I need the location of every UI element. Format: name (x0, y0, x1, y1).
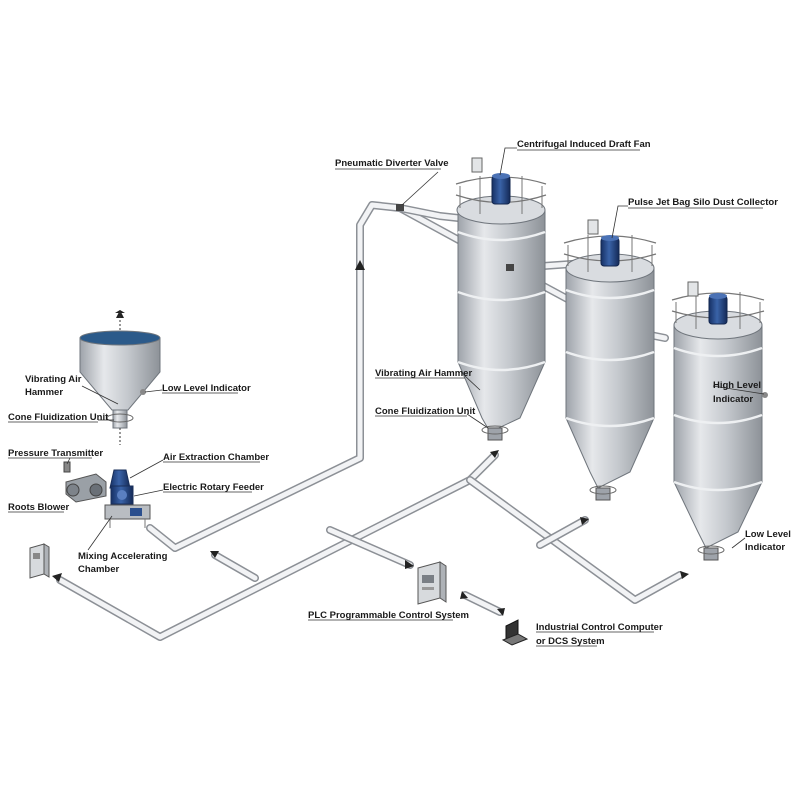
flow-arrow-icon (405, 560, 414, 569)
flow-arrow-icon (355, 260, 365, 270)
label-roots-blower: Roots Blower (8, 502, 70, 513)
label-pressure-transmitter: Pressure Transmitter (8, 448, 103, 459)
flow-arrow-icon (210, 551, 219, 558)
label-cone-fluid-left: Cone Fluidization Unit (8, 412, 109, 423)
diverter-valve (506, 264, 514, 271)
fan-icon (491, 173, 511, 205)
flow-arrow-icon (497, 608, 505, 616)
label-ipc-2: or DCS System (536, 636, 605, 647)
receiving-hopper (79, 312, 161, 445)
industrial-computer (501, 619, 529, 646)
flow-arrow-icon (52, 573, 62, 582)
flow-arrow-icon (115, 310, 125, 313)
label-dust-collector: Pulse Jet Bag Silo Dust Collector (628, 197, 778, 208)
flow-arrow-icon (580, 517, 589, 525)
rotary-feeder (104, 469, 151, 528)
silo-3 (671, 281, 768, 561)
label-vibrating-hammer-mid: Vibrating Air Hammer (375, 368, 472, 379)
control-cabinet-icon (29, 543, 45, 579)
local-control-cabinet (29, 543, 50, 579)
label-plc: PLC Programmable Control System (308, 610, 469, 621)
label-high-level-2: Indicator (713, 394, 753, 405)
label-low-level-right-2: Indicator (745, 542, 785, 553)
silo-1 (455, 157, 547, 441)
label-vibrating-hammer-left-1: Vibrating Air (25, 374, 82, 385)
label-centrifugal-fan: Centrifugal Induced Draft Fan (517, 139, 651, 150)
flow-arrow-icon (460, 591, 468, 599)
labels: Centrifugal Induced Draft Fan Pneumatic … (8, 139, 791, 647)
label-ipc-1: Industrial Control Computer (536, 622, 663, 633)
fan-icon (708, 293, 728, 325)
roots-blower (65, 473, 107, 503)
label-rotary-feeder: Electric Rotary Feeder (163, 482, 264, 493)
label-mixing-2: Chamber (78, 564, 119, 575)
leader-lines (8, 147, 765, 647)
label-low-level-left: Low Level Indicator (162, 383, 251, 394)
silo-2 (563, 219, 657, 501)
dust-collector-icon (600, 235, 620, 267)
label-mixing-1: Mixing Accelerating (78, 551, 168, 562)
label-vibrating-hammer-left-2: Hammer (25, 387, 63, 398)
label-diverter-valve: Pneumatic Diverter Valve (335, 158, 449, 169)
label-air-extraction: Air Extraction Chamber (163, 452, 269, 463)
label-low-level-right-1: Low Level (745, 529, 791, 540)
label-cone-fluid-mid: Cone Fluidization Unit (375, 406, 476, 417)
label-high-level-1: High Level (713, 380, 761, 391)
flow-arrow-icon (680, 571, 689, 579)
pressure-transmitter (63, 461, 71, 473)
plc-cabinet (417, 561, 447, 605)
flow-arrow-icon (490, 450, 499, 458)
diverter-valve (396, 204, 404, 211)
